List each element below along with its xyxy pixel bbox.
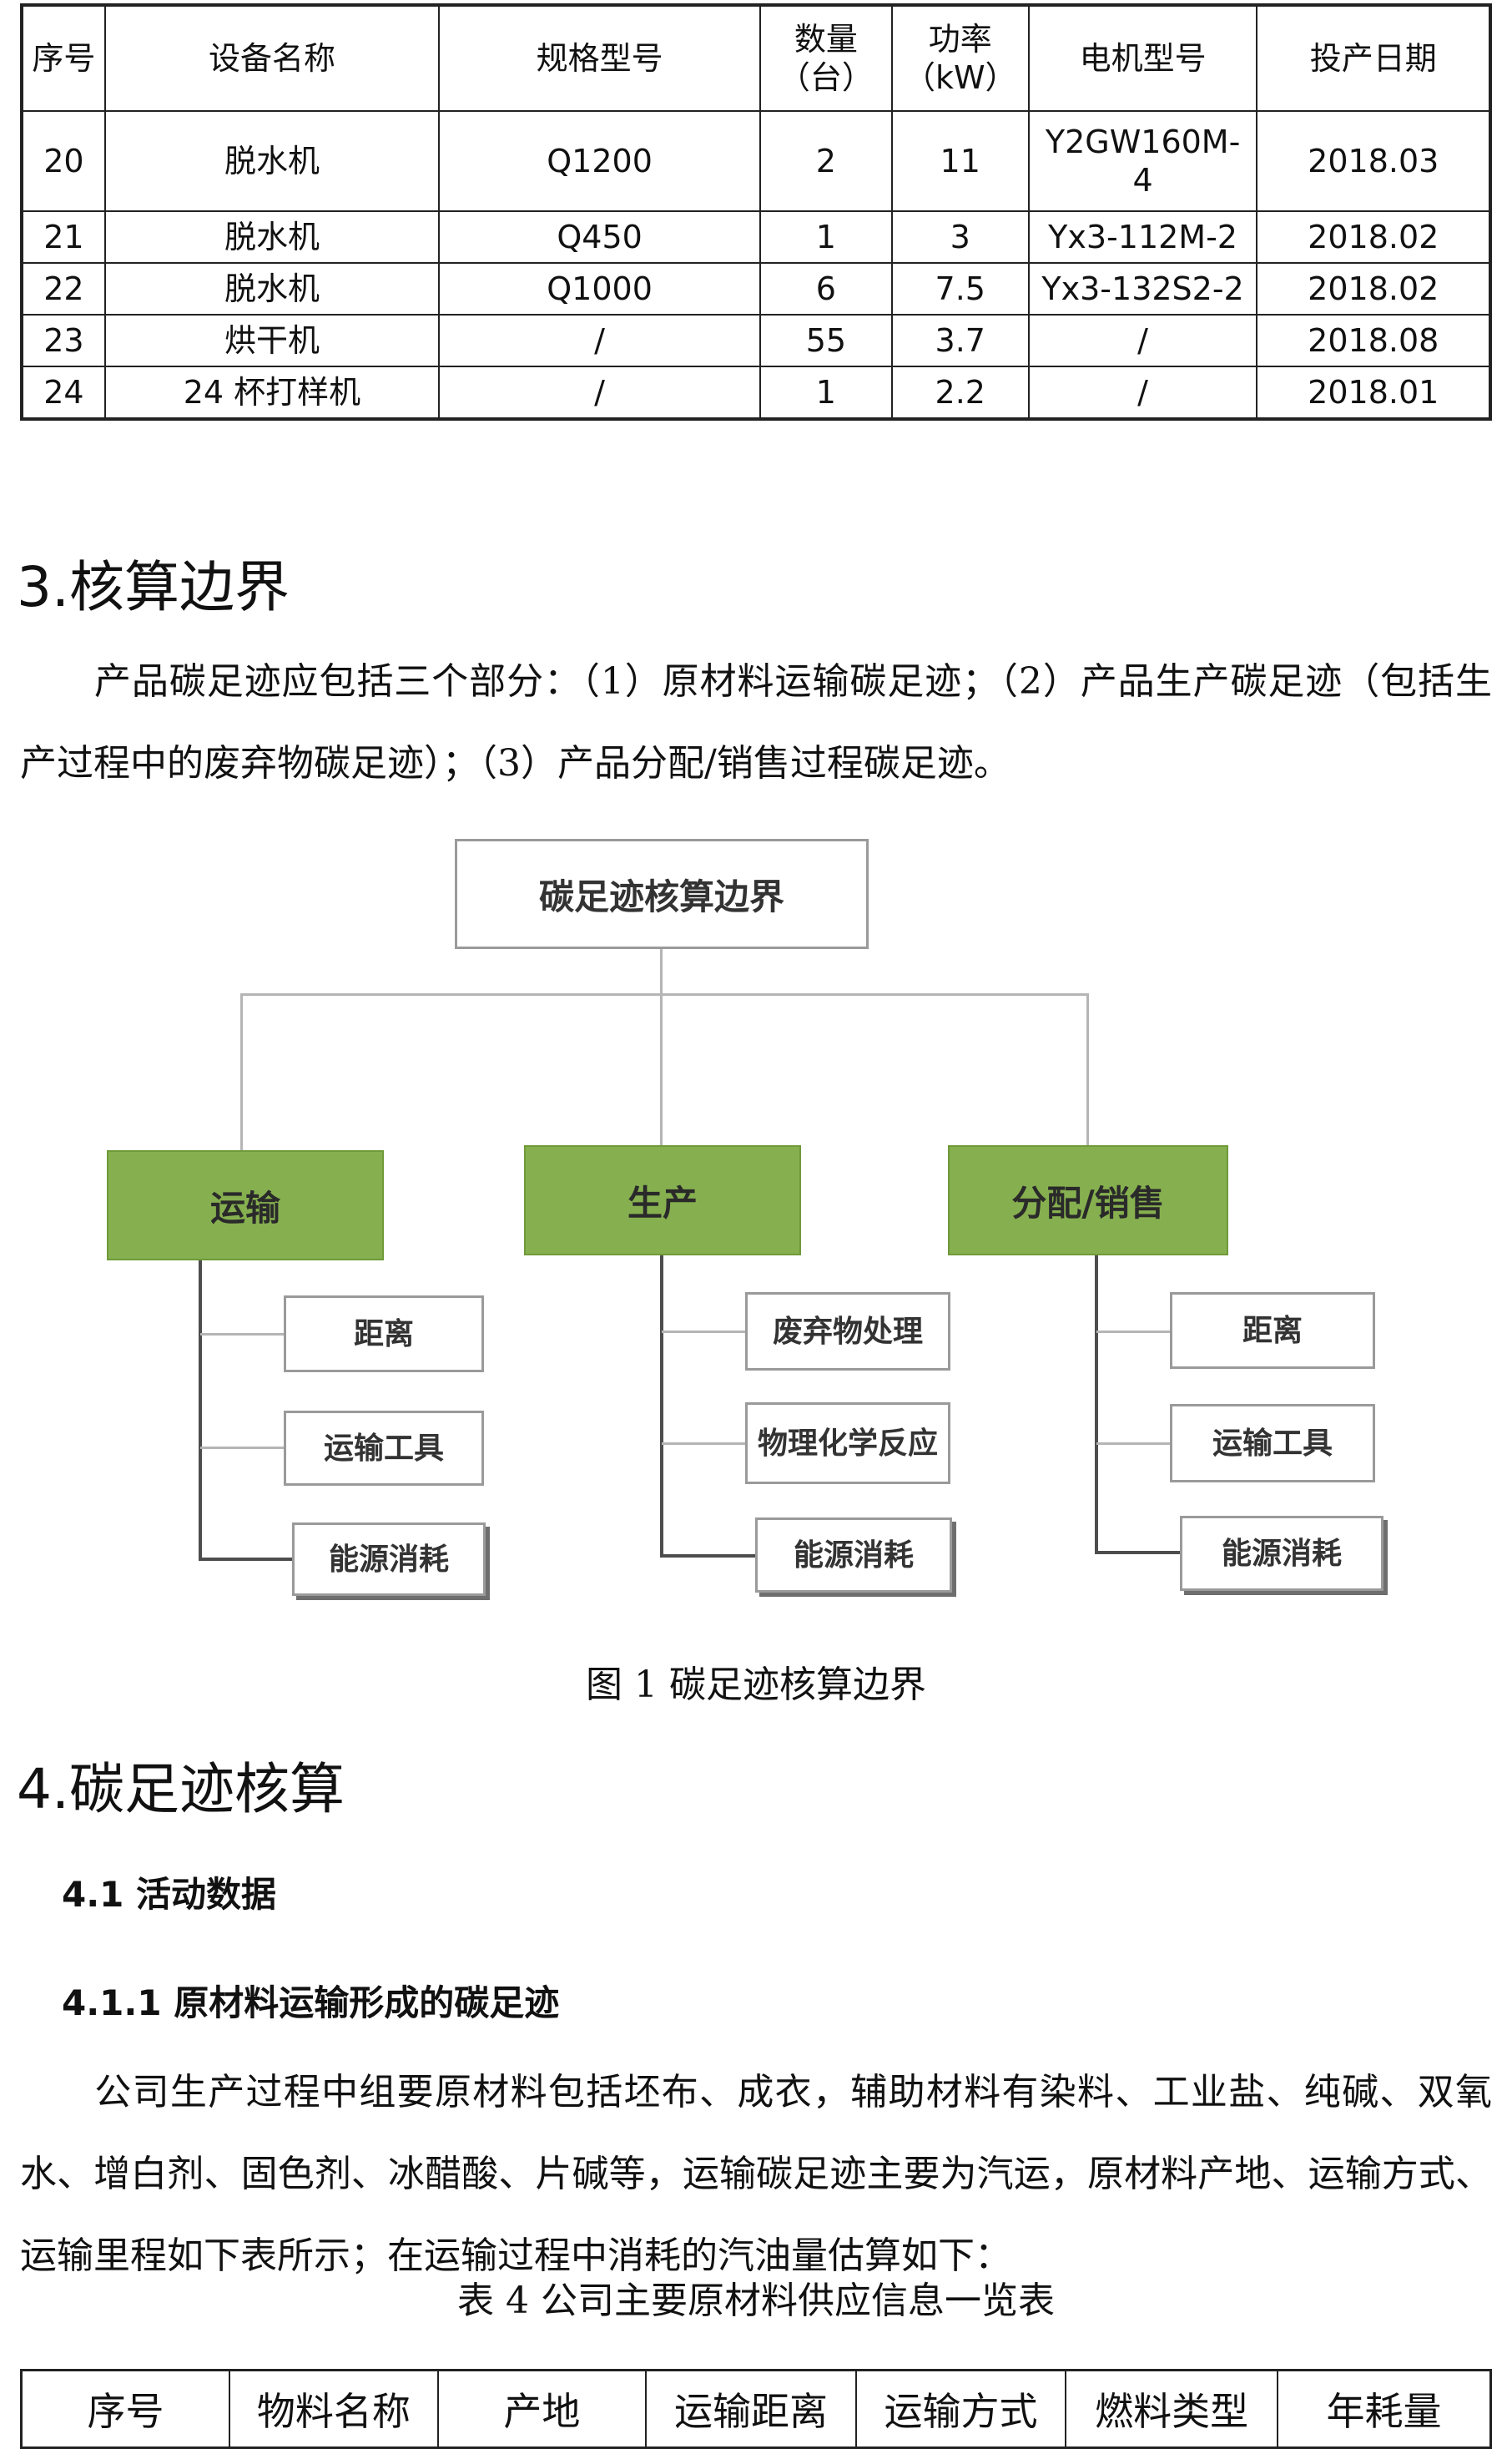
diagram-item-distance: 距离 <box>1170 1292 1375 1369</box>
connector <box>1095 1255 1098 1553</box>
table-cell: 脱水机 <box>103 210 441 264</box>
section-4-paragraph: 公司生产过程中组要原材料包括坯布、成衣，辅助材料有染料、工业盐、纯碱、双氧水、增… <box>20 2052 1492 2297</box>
section-4-title: 4.碳足迹核算 <box>17 1757 345 1821</box>
subsection-4-1-title: 4.1 活动数据 <box>62 1874 277 1915</box>
table-cell: 烘干机 <box>103 314 441 367</box>
table-cell: Q1000 <box>438 262 761 316</box>
section-3-paragraph: 产品碳足迹应包括三个部分：（1）原材料运输碳足迹；（2）产品生产碳足迹（包括生产… <box>20 641 1492 805</box>
diagram-item-energy: 能源消耗 <box>755 1517 952 1593</box>
table-cell: 1 <box>759 210 893 264</box>
table-cell: 24 杯打样机 <box>103 366 441 420</box>
diagram-item-distance: 距离 <box>284 1295 484 1372</box>
header-cell: 序号 <box>21 4 106 112</box>
table-cell: 3.7 <box>890 314 1030 367</box>
table-cell: Q450 <box>438 210 761 264</box>
connector <box>660 949 663 995</box>
header-cell: 规格型号 <box>438 4 761 112</box>
table-row: 21 脱水机 Q450 1 3 Yx3-112M-2 2018.02 <box>21 210 1491 264</box>
header-cell: 设备名称 <box>103 4 441 112</box>
material-supply-table: 序号 物料名称 产地 运输距离 运输方式 燃料类型 年耗量 <box>20 2369 1492 2449</box>
table-cell: 7.5 <box>890 262 1030 316</box>
header-cell: 数量 （台） <box>759 4 893 112</box>
table-cell: Q1200 <box>438 110 761 212</box>
header-cell: 功率 （kW） <box>890 4 1030 112</box>
table-cell: 2 <box>759 110 893 212</box>
diagram-category-transport: 运输 <box>107 1150 384 1260</box>
connector <box>1095 1551 1182 1554</box>
header-cell: 物料名称 <box>229 2369 439 2449</box>
table-cell: 55 <box>759 314 893 367</box>
connector <box>662 1331 745 1333</box>
equipment-table: 序号 设备名称 规格型号 数量 （台） 功率 （kW） 电机型号 投产日期 20… <box>20 3 1492 421</box>
connector <box>240 993 243 1152</box>
table-cell: 20 <box>21 110 106 212</box>
diagram-item-energy: 能源消耗 <box>1180 1516 1383 1591</box>
table-cell: Yx3-132S2-2 <box>1027 262 1258 316</box>
table-cell: Yx3-112M-2 <box>1027 210 1258 264</box>
table-cell: 2018.02 <box>1256 210 1491 264</box>
diagram-item-transport-tool: 运输工具 <box>284 1411 484 1486</box>
table-cell: / <box>438 366 761 420</box>
diagram-item-transport-tool: 运输工具 <box>1170 1404 1375 1482</box>
connector <box>240 993 1088 996</box>
diagram-category-distribution: 分配/销售 <box>948 1145 1228 1255</box>
table-cell: 24 <box>21 366 106 420</box>
table-row: 24 24 杯打样机 / 1 2.2 / 2018.01 <box>21 366 1491 420</box>
table-cell: Y2GW160M- 4 <box>1027 110 1258 212</box>
connector <box>1096 1331 1172 1333</box>
table-cell: 2018.08 <box>1256 314 1491 367</box>
table-cell: 脱水机 <box>103 262 441 316</box>
table-cell: 23 <box>21 314 106 367</box>
table-cell: / <box>1027 314 1258 367</box>
table-cell: 11 <box>890 110 1030 212</box>
header-cell: 序号 <box>20 2369 231 2449</box>
table-cell: / <box>1027 366 1258 420</box>
figure-caption: 图 1 碳足迹核算边界 <box>586 1664 926 1706</box>
header-cell: 运输距离 <box>645 2369 857 2449</box>
connector <box>199 1260 202 1559</box>
header-cell: 电机型号 <box>1027 4 1258 112</box>
connector <box>660 1255 663 1556</box>
subsection-4-1-1-title: 4.1.1 原材料运输形成的碳足迹 <box>62 1982 560 2023</box>
table-row: 23 烘干机 / 55 3.7 / 2018.08 <box>21 314 1491 367</box>
table-cell: / <box>438 314 761 367</box>
connector <box>1086 993 1089 1147</box>
table-cell: 22 <box>21 262 106 316</box>
connector <box>660 993 663 1147</box>
diagram-root-box: 碳足迹核算边界 <box>455 839 869 949</box>
table-4-caption: 表 4 公司主要原材料供应信息一览表 <box>457 2280 1055 2322</box>
connector <box>200 1333 284 1336</box>
header-cell: 投产日期 <box>1256 4 1491 112</box>
table-cell: 6 <box>759 262 893 316</box>
connector <box>200 1447 284 1449</box>
carbon-boundary-diagram: 碳足迹核算边界 运输 生产 分配/销售 距离 运输工具 能源消耗 废弃物处理 物… <box>107 839 1383 1596</box>
table-header-row: 序号 设备名称 规格型号 数量 （台） 功率 （kW） 电机型号 投产日期 <box>21 4 1491 112</box>
section-3-paragraph-text: 产品碳足迹应包括三个部分：（1）原材料运输碳足迹；（2）产品生产碳足迹（包括生产… <box>20 660 1492 785</box>
header-cell: 运输方式 <box>854 2369 1067 2449</box>
diagram-item-physical-chemical-reaction: 物理化学反应 <box>745 1402 950 1484</box>
table-row: 22 脱水机 Q1000 6 7.5 Yx3-132S2-2 2018.02 <box>21 262 1491 316</box>
table-cell: 2018.02 <box>1256 262 1491 316</box>
table-cell: 3 <box>890 210 1030 264</box>
header-cell: 燃料类型 <box>1065 2369 1278 2449</box>
connector <box>662 1442 745 1445</box>
connector <box>199 1558 292 1561</box>
table-header-row: 序号 物料名称 产地 运输距离 运输方式 燃料类型 年耗量 <box>20 2369 1492 2449</box>
header-cell: 年耗量 <box>1276 2369 1492 2449</box>
section-4-paragraph-text: 公司生产过程中组要原材料包括坯布、成衣，辅助材料有染料、工业盐、纯碱、双氧水、增… <box>20 2071 1492 2277</box>
connector <box>1096 1442 1172 1445</box>
connector <box>660 1554 755 1558</box>
section-3-title: 3.核算边界 <box>17 555 290 619</box>
table-cell: 1 <box>759 366 893 420</box>
table-cell: 脱水机 <box>103 110 441 212</box>
table-cell: 2.2 <box>890 366 1030 420</box>
table-cell: 21 <box>21 210 106 264</box>
diagram-item-waste-treatment: 废弃物处理 <box>745 1292 950 1371</box>
table-row: 20 脱水机 Q1200 2 11 Y2GW160M- 4 2018.03 <box>21 110 1491 212</box>
diagram-item-energy: 能源消耗 <box>292 1522 486 1596</box>
diagram-category-production: 生产 <box>524 1145 801 1255</box>
table-cell: 2018.01 <box>1256 366 1491 420</box>
table-cell: 2018.03 <box>1256 110 1491 212</box>
header-cell: 产地 <box>436 2369 648 2449</box>
